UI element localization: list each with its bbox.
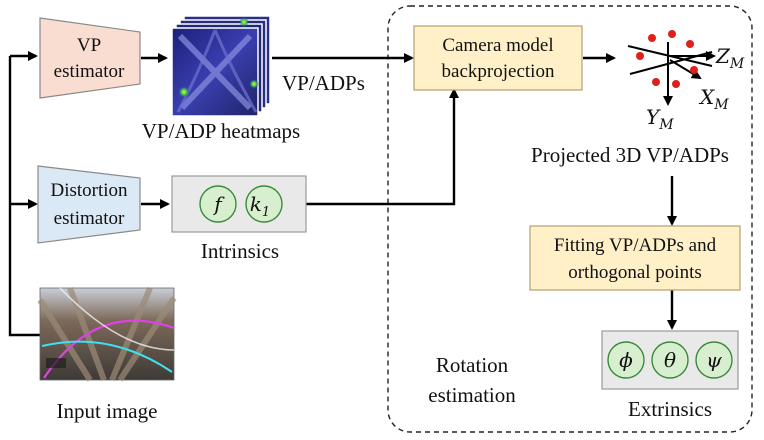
arrow-intrinsics-to-backprojection	[306, 88, 459, 206]
y-axis-label: YM	[646, 105, 674, 133]
vp-estimator-shape	[39, 17, 141, 99]
fitting-node: Fitting VP/ADPs and orthogonal points	[529, 225, 741, 291]
heatmap-stack-image	[171, 15, 271, 117]
distortion-estimator-label-2: estimator	[54, 208, 125, 229]
projected-caption: Projected 3D VP/ADPs	[531, 143, 729, 167]
rotation-estimation-region	[387, 5, 753, 433]
camera-backprojection-label-2: backprojection	[442, 61, 555, 82]
param-circle	[245, 185, 283, 223]
point-2	[668, 30, 676, 38]
rotation-estimation-label-2: estimation	[428, 383, 516, 407]
param-circle	[607, 341, 645, 379]
fitting-label-2: orthogonal points	[568, 262, 702, 283]
connectors	[8, 51, 677, 337]
param-symbol: ψ	[706, 348, 722, 372]
intrinsics-caption: Intrinsics	[201, 239, 279, 263]
extrinsics-caption: Extrinsics	[628, 397, 712, 421]
vp-estimator-label-2: estimator	[54, 61, 125, 82]
point-3	[686, 40, 694, 48]
input-image-caption: Input image	[57, 399, 158, 423]
point-7	[672, 80, 680, 88]
camera-backprojection-node: Camera model backprojection	[413, 25, 583, 91]
projected-points-axes	[627, 30, 716, 106]
param-symbol: θ	[664, 348, 676, 372]
x-axis-label: XM	[698, 85, 729, 113]
x-axis-arrow	[669, 59, 702, 80]
input-image	[37, 286, 177, 382]
vp-estimator-node: VP estimator	[39, 17, 141, 99]
point-1	[648, 34, 656, 42]
vp-adps-label: VP/ADPs	[282, 71, 365, 95]
camera-backprojection-label-1: Camera model	[442, 35, 553, 56]
param-circle	[695, 341, 733, 379]
vp-estimator-label-1: VP	[77, 35, 101, 56]
point-6	[652, 78, 660, 86]
z-axis-label: ZM	[715, 44, 745, 72]
fitting-label-1: Fitting VP/ADPs and	[554, 235, 717, 256]
param-symbol: ϕ	[619, 348, 633, 372]
param-circle	[651, 341, 689, 379]
distortion-estimator-node: Distortion estimator	[37, 165, 141, 244]
input-trunk-line	[8, 56, 40, 337]
param-circle	[199, 185, 237, 223]
distortion-estimator-shape	[37, 165, 141, 244]
point-4	[636, 52, 644, 60]
distortion-estimator-label-1: Distortion	[50, 180, 128, 201]
point-5	[690, 66, 698, 74]
rotation-estimation-label-1: Rotation	[436, 353, 509, 377]
heatmaps-caption: VP/ADP heatmaps	[142, 119, 300, 143]
